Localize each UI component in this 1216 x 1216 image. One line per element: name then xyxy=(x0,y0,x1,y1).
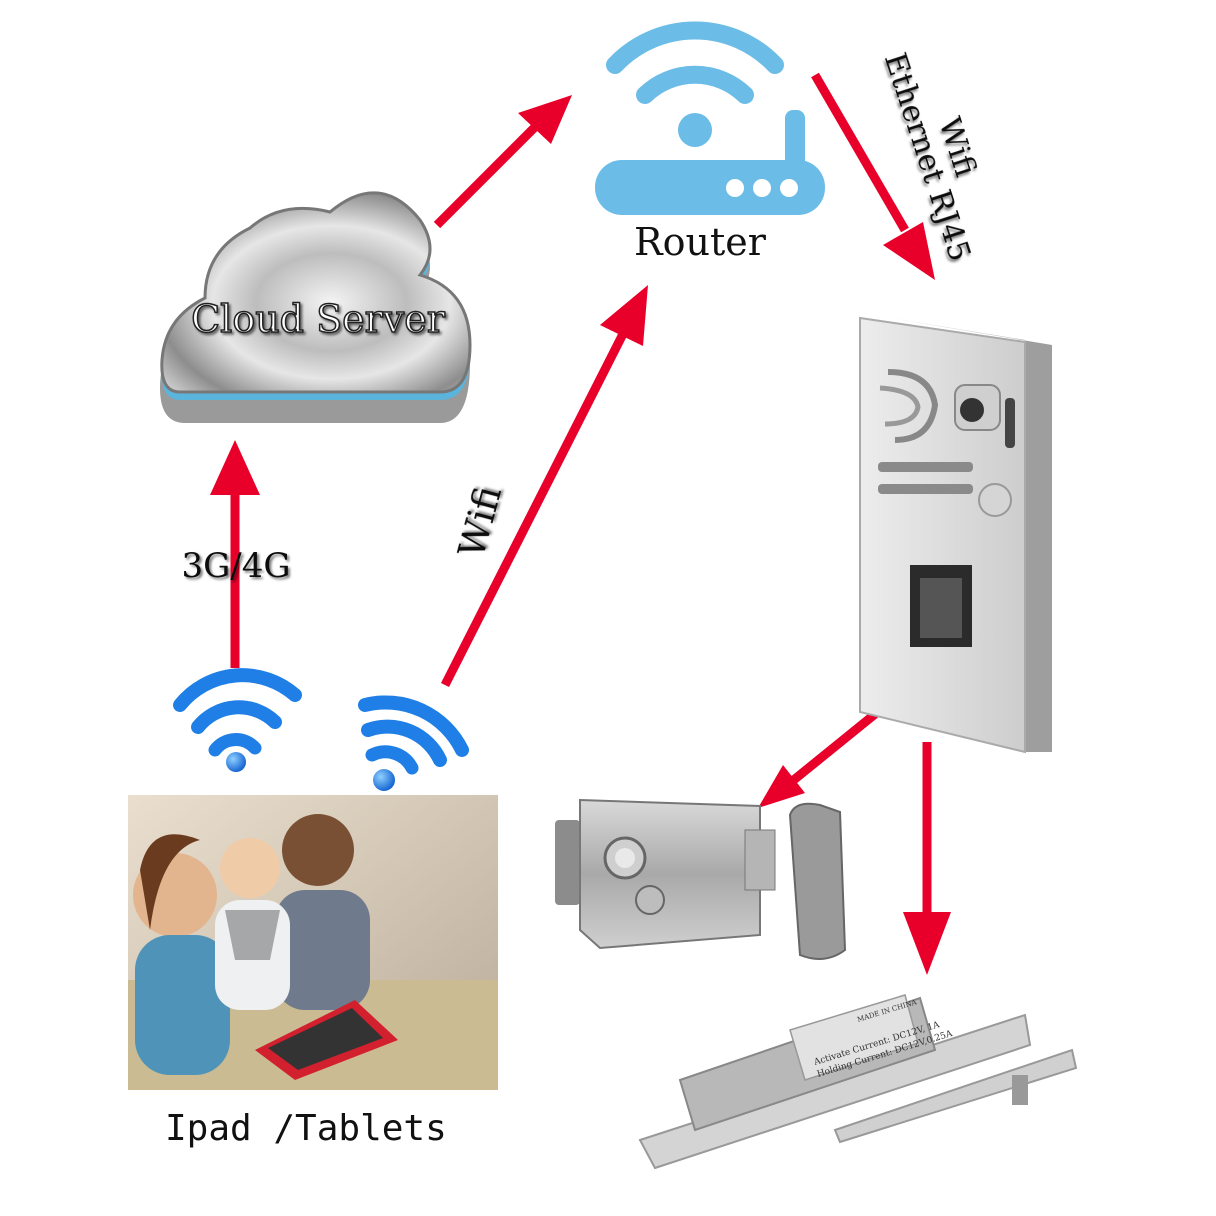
label-3g-4g: 3G/4G xyxy=(181,546,290,586)
arrows xyxy=(210,72,951,975)
router-label: Router xyxy=(634,220,767,264)
arrow-tablet-to-router xyxy=(440,285,648,688)
arrow-station-to-rim-lock xyxy=(758,702,888,808)
family-tablet-photo xyxy=(128,795,498,1090)
rim-lock-icon xyxy=(555,798,847,960)
arrow-router-to-station xyxy=(811,72,935,280)
tablets-label: Ipad /Tablets xyxy=(165,1108,447,1149)
arrow-cloud-to-router xyxy=(433,95,572,229)
arrow-station-to-bolt-lock xyxy=(903,742,951,975)
door-station-icon xyxy=(859,316,1052,754)
cloud-server-label: Cloud Server xyxy=(191,297,446,341)
bolt-lock-icon xyxy=(638,994,1078,1170)
arrow-phone-to-cloud xyxy=(210,440,260,668)
cloud-icon xyxy=(160,191,472,423)
wifi-icon-left xyxy=(173,668,302,772)
label-wifi-tablet: Wifi xyxy=(452,482,510,562)
router-icon xyxy=(595,21,825,215)
wifi-icon-right xyxy=(358,695,469,791)
